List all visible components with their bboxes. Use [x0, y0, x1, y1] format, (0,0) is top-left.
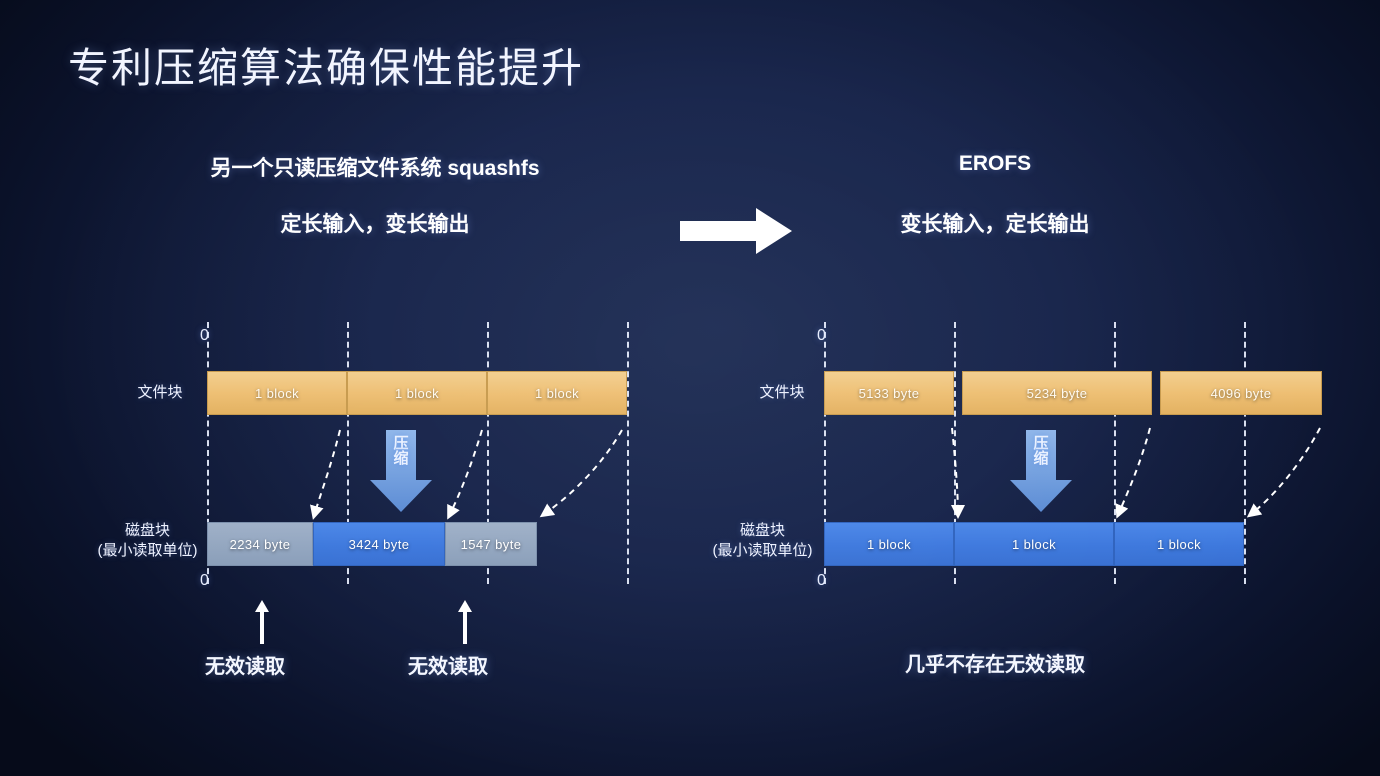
right-disk-block-2-label: 1 block	[1157, 536, 1201, 552]
right-guide-line-0	[824, 322, 826, 584]
right-guide-line-3	[1244, 322, 1246, 584]
left-callout-1-arrow	[458, 600, 472, 644]
left-disk-block-0-label: 2234 byte	[229, 536, 291, 552]
right-compress-label-line1: 压	[1033, 435, 1049, 452]
right-panel-title: EROFS	[958, 152, 1032, 175]
left-compress-arrow: 压 缩	[370, 430, 432, 512]
left-disk-row-label-line1: 磁盘块	[124, 522, 170, 539]
right-disk-block-0: 1 block	[824, 522, 954, 566]
right-file-block-1: 5234 byte	[962, 371, 1152, 415]
left-disk-row-label: 磁盘块 (最小读取单位)	[85, 521, 210, 562]
right-compress-arrow: 压 缩	[1010, 430, 1072, 512]
page-title: 专利压缩算法确保性能提升	[68, 45, 584, 91]
left-file-origin-marker: 0	[200, 327, 209, 344]
left-disk-block-2-label: 1547 byte	[460, 536, 522, 552]
left-guide-line-2	[487, 322, 489, 584]
left-callout-0-arrow	[255, 600, 269, 644]
right-file-block-0-label: 5133 byte	[858, 385, 920, 401]
right-file-row-label: 文件块	[759, 384, 805, 401]
right-disk-block-2: 1 block	[1114, 522, 1244, 566]
right-panel-subtitle: 变长输入，定长输出	[900, 213, 1090, 236]
left-compress-label-line2: 缩	[393, 450, 409, 467]
left-disk-block-1-label: 3424 byte	[348, 536, 410, 552]
left-callout-1-label: 无效读取	[408, 656, 488, 678]
right-disk-row-label: 磁盘块 (最小读取单位)	[700, 521, 825, 562]
left-file-block-0-label: 1 block	[255, 385, 299, 401]
right-file-block-2-label: 4096 byte	[1210, 385, 1272, 401]
right-file-block-1-label: 5234 byte	[1026, 385, 1088, 401]
right-callout-0-label: 几乎不存在无效读取	[905, 654, 1085, 676]
left-panel-subtitle: 定长输入，变长输出	[280, 213, 470, 236]
right-disk-row-label-line2: (最小读取单位)	[712, 542, 813, 560]
right-compress-label: 压 缩	[1010, 436, 1072, 466]
down-arrow-icon	[370, 430, 432, 512]
left-disk-block-2: 1547 byte	[445, 522, 537, 566]
right-disk-block-1: 1 block	[954, 522, 1114, 566]
left-disk-origin-marker: 0	[200, 572, 209, 589]
right-guide-line-2	[1114, 322, 1116, 584]
right-disk-origin-marker: 0	[817, 572, 826, 589]
left-guide-line-0	[207, 322, 209, 584]
left-callout-0-label: 无效读取	[205, 656, 285, 678]
right-arrow-icon	[680, 208, 792, 254]
left-file-block-0: 1 block	[207, 371, 347, 415]
left-compress-label: 压 缩	[370, 436, 432, 466]
left-disk-block-0: 2234 byte	[207, 522, 313, 566]
left-guide-line-1	[347, 322, 349, 584]
left-disk-row-label-line2: (最小读取单位)	[97, 542, 198, 560]
right-disk-block-0-label: 1 block	[867, 536, 911, 552]
right-file-origin-marker: 0	[817, 327, 826, 344]
left-disk-block-1: 3424 byte	[313, 522, 445, 566]
right-file-block-2: 4096 byte	[1160, 371, 1322, 415]
right-file-block-0: 5133 byte	[824, 371, 954, 415]
left-compress-label-line1: 压	[393, 435, 409, 452]
right-compress-label-line2: 缩	[1033, 450, 1049, 467]
down-arrow-icon	[1010, 430, 1072, 512]
left-guide-line-3	[627, 322, 629, 584]
right-disk-row-label-line1: 磁盘块	[739, 522, 785, 539]
left-file-row-label: 文件块	[137, 384, 183, 401]
right-disk-block-1-label: 1 block	[1012, 536, 1056, 552]
left-file-block-2: 1 block	[487, 371, 627, 415]
left-panel-title: 另一个只读压缩文件系统 squashfs	[210, 157, 540, 180]
left-file-block-2-label: 1 block	[535, 385, 579, 401]
left-file-block-1-label: 1 block	[395, 385, 439, 401]
left-file-block-1: 1 block	[347, 371, 487, 415]
